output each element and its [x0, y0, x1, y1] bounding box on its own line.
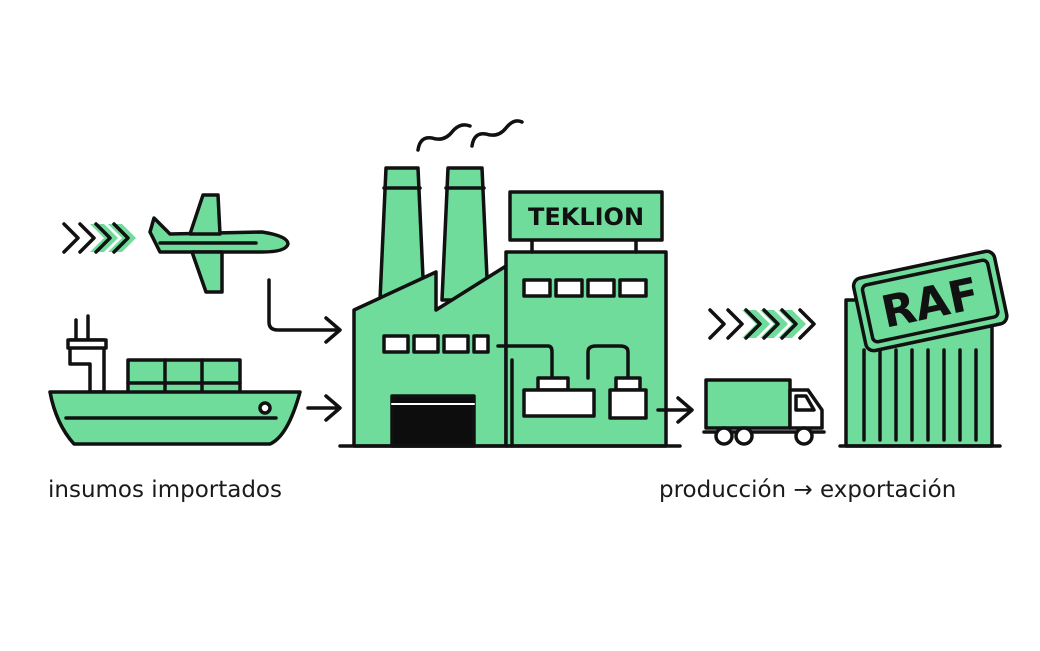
chevron-arrows-icon	[708, 308, 816, 340]
factory-icon	[338, 166, 682, 448]
airplane-icon	[148, 193, 290, 294]
arrow-right-icon	[267, 278, 342, 344]
arrow-right-icon	[656, 396, 694, 424]
arrow-right-icon	[306, 394, 342, 422]
shipping-container-icon	[838, 249, 1009, 448]
caption-production-export: producción → exportación	[659, 477, 957, 503]
cargo-ship-icon	[48, 314, 302, 446]
chevron-arrows-icon	[62, 222, 136, 254]
factory-sign-label: TEKLION	[528, 203, 644, 231]
smoke-icon	[416, 119, 524, 152]
delivery-truck-icon	[702, 378, 826, 446]
caption-imported-inputs: insumos importados	[48, 477, 282, 503]
